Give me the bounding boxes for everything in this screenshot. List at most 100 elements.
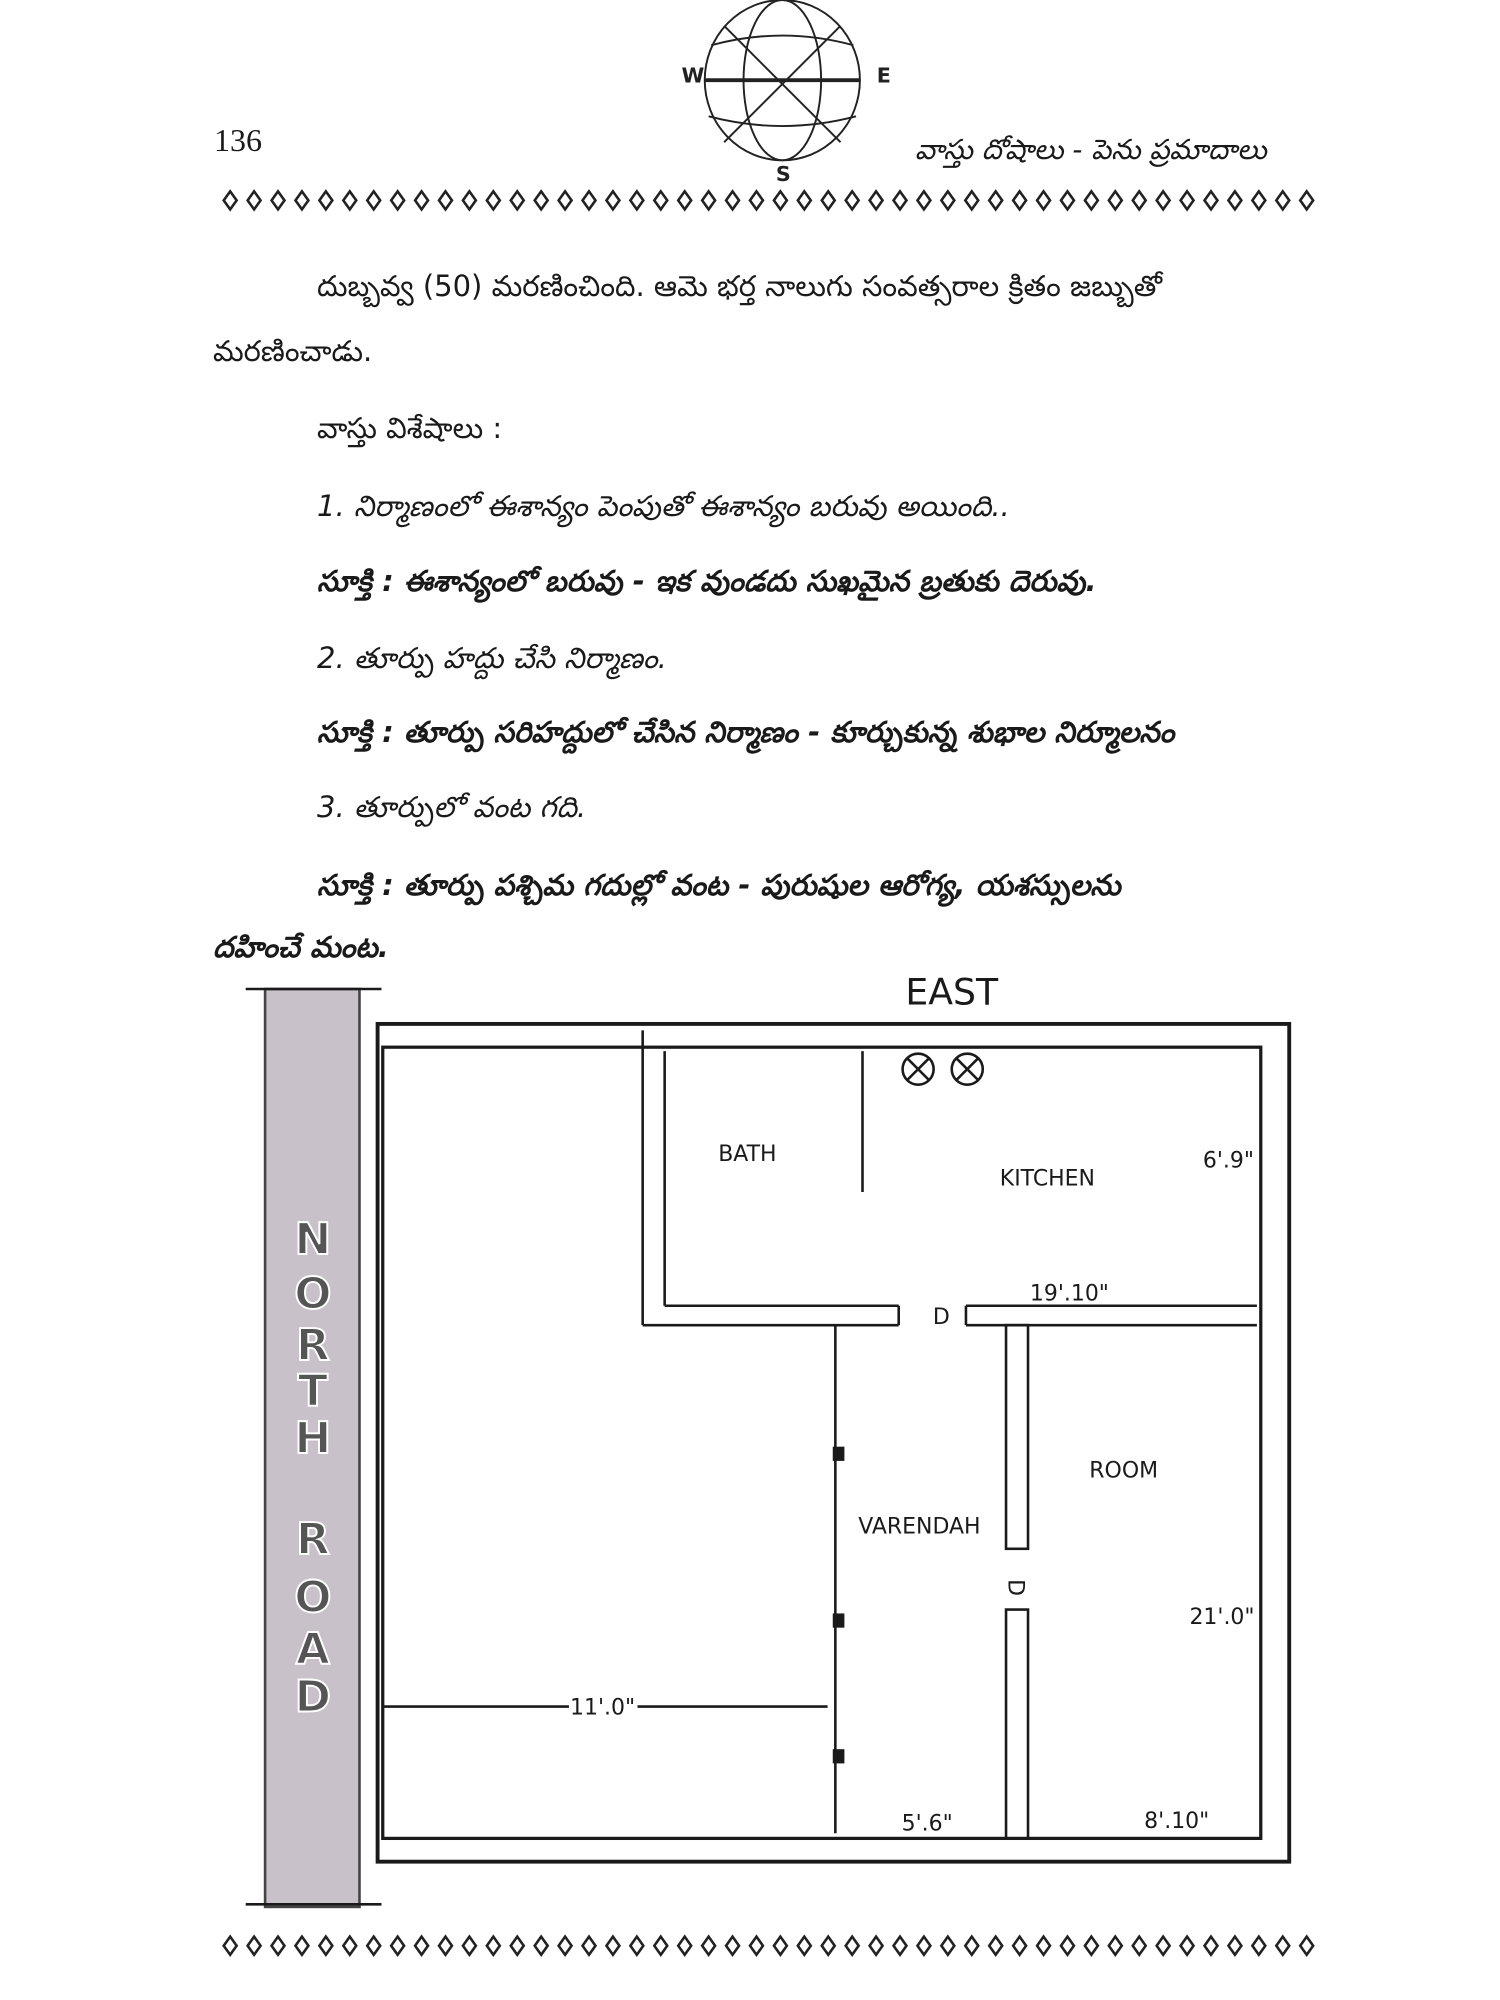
ornament-diamond xyxy=(1083,189,1100,212)
ornament-diamond xyxy=(1107,1934,1124,1957)
compass-south: S xyxy=(776,162,791,186)
ornament-diamond xyxy=(580,1934,598,1957)
page-number: 136 xyxy=(214,122,262,158)
room-label-kitchen: KITCHEN xyxy=(1000,1167,1095,1192)
ornament-diamond xyxy=(1274,1934,1291,1957)
ornament-diamond xyxy=(748,1934,765,1957)
ornament-diamond xyxy=(1155,189,1172,212)
dimension-label: 8'.10" xyxy=(1144,1809,1209,1834)
ornament-diamond xyxy=(963,1934,980,1957)
ornament-diamond xyxy=(772,1934,789,1957)
ornament-diamond xyxy=(293,189,310,212)
outer-wall xyxy=(375,1021,1292,1864)
sukti-1: సూక్తి : ఈశాన్యంలో బరువు - ఇక వుండదు సుఖ… xyxy=(317,564,1097,598)
ornament-diamond xyxy=(1274,189,1291,212)
sukti-3-cont: దహించే మంట. xyxy=(213,930,389,964)
ornament-diamond xyxy=(1226,1934,1243,1957)
ornament-diamond xyxy=(1035,1934,1052,1957)
dimension-label: 5'.6" xyxy=(902,1812,953,1837)
ornament-diamond xyxy=(557,189,574,212)
ornament-diamond xyxy=(1107,189,1124,212)
ornament-diamond xyxy=(820,189,837,212)
ornament-diamond xyxy=(413,1934,430,1957)
road-letter: O xyxy=(294,1268,331,1319)
inner-wall xyxy=(381,1045,1263,1841)
road-letter: R xyxy=(296,1514,330,1565)
road-letter: O xyxy=(294,1572,331,1623)
road-letter: N xyxy=(295,1214,332,1265)
door-label: D xyxy=(933,1305,950,1330)
dimension-label: 6'.9" xyxy=(1203,1148,1254,1173)
dimension-label: 11'.0" xyxy=(570,1695,635,1720)
point-2: 2. తూర్పు హద్దు చేసి నిర్మాణం. xyxy=(317,641,667,675)
ornament-diamond xyxy=(1202,1934,1220,1957)
ornament-diamond xyxy=(485,189,502,212)
ornament-diamond xyxy=(724,1934,741,1957)
ornament-diamond xyxy=(1131,1934,1148,1957)
ornament-diamond xyxy=(1179,1934,1196,1957)
ornament-diamond xyxy=(1059,1934,1076,1957)
ornament-diamond xyxy=(724,189,741,212)
ornament-diamond xyxy=(509,189,526,212)
ornament-diamond xyxy=(246,189,263,212)
ornament-diamond xyxy=(317,1934,334,1957)
road-letter: A xyxy=(296,1624,330,1675)
sukti-3: సూక్తి : తూర్పు పశ్చిమ గదుల్లో వంట - పుర… xyxy=(317,868,1121,902)
ornament-diamond xyxy=(437,189,454,212)
road-letter: T xyxy=(298,1365,328,1416)
ornament-diamond xyxy=(317,189,334,212)
road-letter: R xyxy=(296,1320,330,1371)
ornament-diamond xyxy=(891,1934,909,1957)
ornament-diamond xyxy=(891,189,909,212)
ornament-diamond xyxy=(1011,189,1028,212)
direction-east: EAST xyxy=(905,971,999,1014)
section-title: వాస్తు విశేషాలు : xyxy=(317,411,503,445)
ornament-diamond xyxy=(987,189,1004,212)
road-letter: H xyxy=(295,1413,332,1464)
ornament-diamond xyxy=(1250,1934,1267,1957)
ornament-diamond xyxy=(365,1934,382,1957)
ornament-diamond xyxy=(365,189,382,212)
ornament-diamond xyxy=(1035,189,1052,212)
ornament-diamond xyxy=(604,1934,621,1957)
ornament-diamond xyxy=(222,189,239,212)
ornament-diamond xyxy=(844,1934,861,1957)
point-1: 1. నిర్మాణంలో ఈశాన్యం పెంపుతో ఈశాన్యం బర… xyxy=(317,489,1010,523)
compass-east: E xyxy=(877,64,891,88)
compass-west: W xyxy=(681,64,704,88)
ornament-diamond xyxy=(1011,1934,1028,1957)
ornament-diamond xyxy=(628,189,645,212)
ornament-diamond xyxy=(868,189,885,212)
ornament-diamond xyxy=(915,189,932,212)
ornament-diamond xyxy=(461,189,478,212)
ornament-diamond xyxy=(413,189,430,212)
dimension-label: 21'.0" xyxy=(1189,1605,1254,1630)
ornament-diamond xyxy=(772,189,789,212)
paragraph-line: దుబ్బవ్వ (50) మరణించింది. ఆమె భర్త నాలుగ… xyxy=(317,269,1163,303)
ornament-diamond xyxy=(533,189,550,212)
ornament-diamond xyxy=(1202,189,1220,212)
ornament-diamond xyxy=(341,1934,358,1957)
ornament-diamond xyxy=(1059,189,1076,212)
ornament-diamond xyxy=(389,189,406,212)
ornament-diamond xyxy=(820,1934,837,1957)
ornament-diamond xyxy=(1179,189,1196,212)
ornament-diamond xyxy=(1298,1934,1315,1957)
ceiling-fan-icon xyxy=(901,1052,935,1086)
running-header: వాస్తు దోషాలు - పెను ప్రమాదాలు xyxy=(915,133,1267,166)
globe-compass-icon: W E S xyxy=(681,0,891,186)
ornament-diamond xyxy=(485,1934,502,1957)
ornament-diamond xyxy=(604,189,621,212)
ornament-diamond xyxy=(1226,189,1243,212)
ornament-diamond xyxy=(652,1934,669,1957)
door-label: D xyxy=(1003,1579,1028,1596)
ornament-diamond xyxy=(700,189,717,212)
ornament-diamond xyxy=(533,1934,550,1957)
ornament-diamond xyxy=(341,189,358,212)
ornament-diamond xyxy=(437,1934,454,1957)
ornament-diamond xyxy=(628,1934,645,1957)
